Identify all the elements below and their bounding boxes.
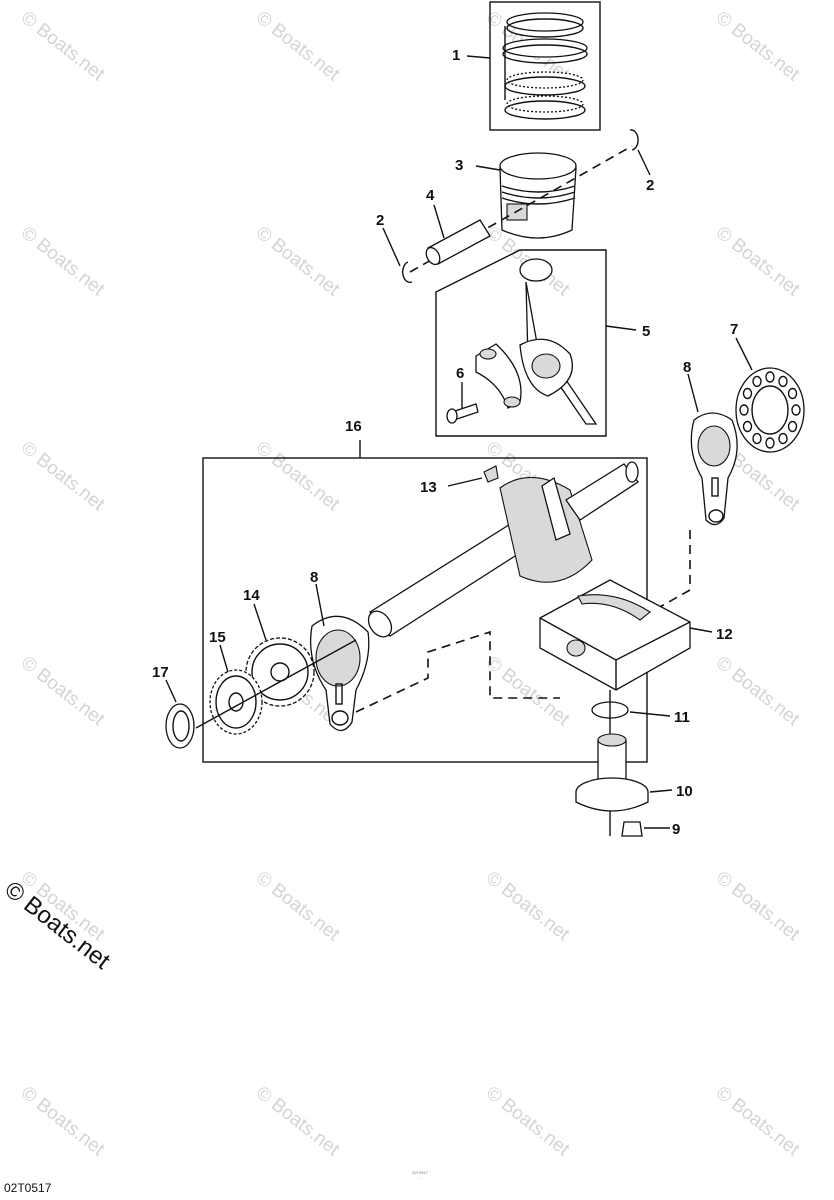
- callout-4[interactable]: 4: [426, 187, 435, 204]
- bearing-hole: [739, 404, 749, 416]
- rod-cap[interactable]: [475, 343, 522, 409]
- callout-8-left[interactable]: 8: [310, 569, 318, 586]
- callout-3[interactable]: 3: [455, 157, 463, 174]
- bearing-hole: [742, 420, 753, 433]
- thrust-washer[interactable]: [165, 703, 195, 749]
- watermark-text: © Boats.net: [17, 222, 109, 300]
- watermark-text: © Boats.net: [712, 867, 804, 945]
- watermark-text: © Boats.net: [252, 867, 344, 945]
- fine-print-line-2: ...: [418, 1175, 422, 1180]
- callout-1[interactable]: 1: [452, 47, 460, 64]
- watermark-text: © Boats.net: [712, 7, 804, 85]
- callout-15[interactable]: 15: [209, 629, 226, 646]
- piston-pin-clip-right[interactable]: [629, 129, 639, 151]
- callout-6[interactable]: 6: [456, 365, 464, 382]
- callout-16[interactable]: 16: [345, 418, 362, 435]
- watermark-text: © Boats.net: [17, 7, 109, 85]
- bearing-hole: [778, 432, 788, 445]
- callout-12[interactable]: 12: [716, 626, 733, 643]
- bearing-hole: [765, 371, 775, 383]
- watermark-text: © Boats.net: [482, 652, 574, 730]
- crankshaft[interactable]: [364, 461, 639, 641]
- bearing-hole: [765, 437, 775, 449]
- bearing-hole: [752, 432, 762, 445]
- watermark-text: © Boats.net: [252, 437, 344, 515]
- piston-ring-set[interactable]: [489, 1, 601, 131]
- piston[interactable]: [499, 152, 577, 239]
- callout-13[interactable]: 13: [420, 479, 437, 496]
- watermark-text: © Boats.net: [712, 1082, 804, 1160]
- callout-10[interactable]: 10: [676, 783, 693, 800]
- callout-14[interactable]: 14: [243, 587, 260, 604]
- watermark-text: © Boats.net: [712, 222, 804, 300]
- pin-axis-line: [409, 145, 633, 273]
- rod-bolt[interactable]: [446, 403, 479, 424]
- crank-axis-line: [195, 639, 357, 729]
- bearing-hole: [778, 375, 788, 388]
- watermark-text: © Boats.net: [17, 652, 109, 730]
- watermarks: © Boats.net © Boats.net © Boats.net © Boats…: [17, 7, 804, 1160]
- bearing-hole: [787, 420, 798, 433]
- watermark-text: © Boats.net: [252, 7, 344, 85]
- callout-7[interactable]: 7: [730, 321, 738, 338]
- woodruff-key[interactable]: [483, 465, 499, 483]
- drive-gear[interactable]: [209, 669, 263, 735]
- watermark-text: © Boats.net: [17, 1082, 109, 1160]
- connector-line-right: [657, 530, 691, 609]
- callout-9[interactable]: 9: [672, 821, 680, 838]
- fine-print-line-1: 02T0517: [412, 1170, 428, 1175]
- bearing-hole: [742, 387, 753, 400]
- flange-bolt[interactable]: [621, 821, 643, 837]
- callout-2-right[interactable]: 2: [646, 177, 654, 194]
- callout-8-right[interactable]: 8: [683, 359, 691, 376]
- watermark-text: © Boats.net: [482, 867, 574, 945]
- leader-lines: [165, 55, 753, 829]
- watermark-text: © Boats.net: [17, 437, 109, 515]
- watermark-text: © Boats.net: [252, 1082, 344, 1160]
- connecting-rod-assembly[interactable]: [435, 249, 607, 437]
- balancer-weight-right[interactable]: [690, 412, 738, 526]
- callout-numbers: 1 2 3 4 2 5 6 7 8 16 13 8 14 15 17 12 11…: [152, 47, 738, 838]
- piston-pin[interactable]: [423, 219, 491, 267]
- crank-gear[interactable]: [245, 637, 315, 707]
- watermark-text: © Boats.net: [252, 222, 344, 300]
- bearing-housing[interactable]: [575, 733, 649, 812]
- bearing-hole: [787, 387, 798, 400]
- main-bearing-cap[interactable]: [539, 579, 691, 691]
- callout-2-left[interactable]: 2: [376, 212, 384, 229]
- balancer-weight-left[interactable]: [309, 615, 370, 732]
- connector-line-lower: [355, 630, 560, 713]
- watermark-text: © Boats.net: [482, 1082, 574, 1160]
- thrust-bearing[interactable]: [735, 367, 805, 453]
- callout-11[interactable]: 11: [674, 709, 690, 726]
- bearing-hole: [752, 375, 762, 388]
- watermark-text: © Boats.net: [712, 652, 804, 730]
- piston-pin-clip-left[interactable]: [402, 261, 413, 284]
- callout-17[interactable]: 17: [152, 664, 169, 681]
- diagram-code: 02T0517: [4, 1181, 52, 1195]
- fine-print: 02T0517 ...: [350, 1170, 490, 1180]
- callout-5[interactable]: 5: [642, 323, 650, 340]
- bearing-hole: [791, 404, 801, 416]
